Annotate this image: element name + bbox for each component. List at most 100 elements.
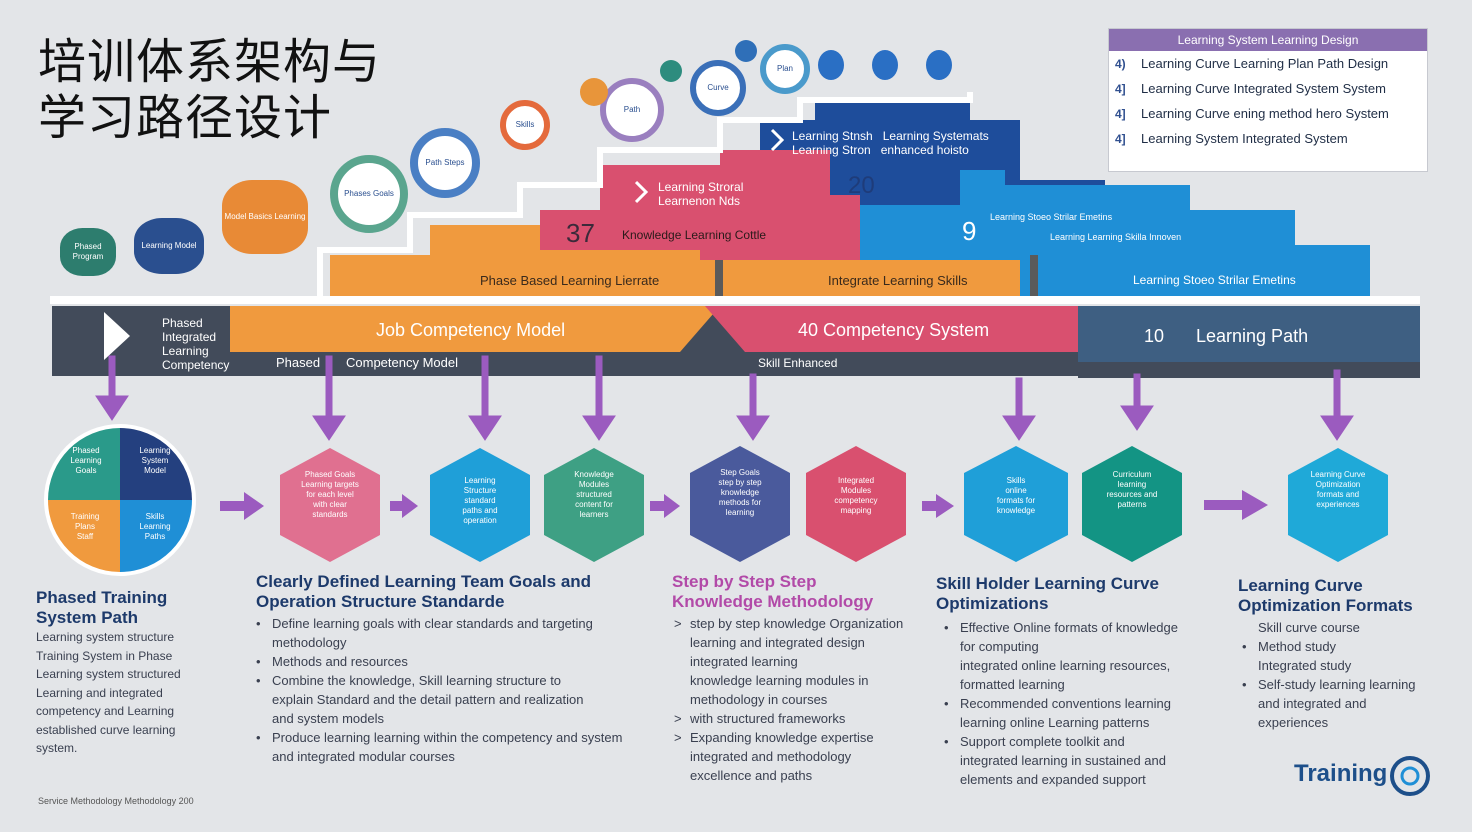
section-2-bullets: •Define learning goals with clear standa… [256,614,622,766]
stair-pink-number: 37 [566,218,595,248]
section-4-bullets: •Effective Online formats of knowledge f… [944,618,1178,789]
list-item: methodology in courses [674,690,903,709]
stair-pink-label: Learning Stroral Learnenon Nds [658,180,744,208]
band-pink [705,306,1115,352]
hexagon-6 [964,446,1068,562]
legend-item: 4]Learning Curve ening method hero Syste… [1109,101,1427,126]
legend-marker-icon: 4] [1115,81,1126,96]
hexagon-1 [280,448,380,562]
dot-icon [735,40,757,62]
hexagon-8 [1288,448,1388,562]
text-line: competency and Learning [36,704,175,718]
list-item-text: experiences [1258,715,1329,730]
stair-label-1: Phase Based Learning Lierrate [480,273,660,288]
hexagon-label-6: Skills online formats for knowledge [996,476,1036,515]
list-item: explain Standard and the detail pattern … [256,690,622,709]
list-item-text: Support complete toolkit and [960,734,1125,749]
list-item-text: integrated online learning resources, [960,658,1171,673]
quadrant-blue [120,500,192,572]
quadrant-navy [120,428,192,500]
list-item: and integrated and [1242,694,1416,713]
band-left-chevron [104,312,130,360]
legend-item-text: Learning Curve Learning Plan Path Design [1141,56,1389,71]
band-sub-skill: Skill Enhanced [758,356,838,370]
chevron-right-icon: > [674,616,682,631]
dot-icon [660,60,682,82]
band-learning-path: Learning Path [1196,325,1309,346]
band-top-line [50,296,1420,304]
band-sub-phased: Phased [276,355,321,370]
stair-navy-number: 20 [848,172,875,199]
list-item-text: Skill curve course [1258,620,1360,635]
stair-mid-line1: Learning Stoeo Strilar Emetins [990,212,1113,222]
band-sub-competency-model: Competency Model [346,355,458,370]
list-item-text: Combine the knowledge, Skill learning st… [272,673,562,688]
list-item-text: knowledge learning modules in [690,673,869,688]
chevron-right-icon: > [674,711,682,726]
list-item: •Recommended conventions learning [944,694,1178,713]
stair-edge [317,92,973,300]
section-4-title: Skill Holder Learning Curve Optimization… [936,574,1159,613]
text-line: Learning system structure [36,630,175,644]
stair-navy-label: Learning Stnsh Learning Systemats Learni… [792,129,989,157]
brand-logo-icon [1390,756,1430,796]
hexagon-label-5: Integrated Modules competency mapping [834,476,878,515]
text-line: Learning and integrated [36,685,163,700]
list-item: integrated learning [674,652,903,671]
list-item: Integrated study [1242,656,1416,675]
bubble-7: Path [600,78,664,142]
hexagon-3 [544,448,644,562]
list-item-text: Integrated study [1258,658,1352,673]
chevron-right-icon [634,180,649,204]
list-item-text: Methods and resources [272,654,408,669]
hexagon-label-1: Phased Goals Learning targets for each l… [301,470,359,519]
list-item-text: step by step knowledge Organization [690,616,904,631]
bullet-icon: • [944,696,949,711]
list-item: knowledge learning modules in [674,671,903,690]
pin-icon [926,50,952,80]
bubble-9: Plan [760,44,810,94]
section-5-bullets: Skill curve course •Method study Integra… [1242,618,1416,732]
list-item-text: Method study [1258,639,1337,654]
list-item-text: methodology [272,635,347,650]
bullet-icon: • [944,734,949,749]
stair-mid-line2: Learning Learning Skilla Innoven [1050,232,1182,242]
legend-item-text: Learning Curve Integrated System System [1141,81,1386,96]
band-competency-system: 40 Competency System [798,319,990,340]
text-line: system. [36,741,78,755]
bubble-4: Phases Goals [330,155,408,233]
list-item-text: Effective Online formats of knowledge [960,620,1178,635]
list-item: •Methods and resources [256,652,622,671]
list-item-text: Expanding knowledge expertise [690,730,874,745]
list-item: •Effective Online formats of knowledge [944,618,1178,637]
list-item-text: Produce learning learning within the com… [272,730,623,745]
list-item: learning online Learning patterns [944,713,1178,732]
list-item: for computing [944,637,1178,656]
bullet-icon: • [256,673,261,688]
list-item: excellence and paths [674,766,903,785]
list-item-text: learning and integrated design [690,635,865,650]
legend-marker-icon: 4] [1115,106,1126,121]
list-item: >with structured frameworks [674,709,903,728]
stair-divider-2 [1030,255,1038,300]
list-item: • Support complete toolkit and [944,732,1178,751]
dot-icon [580,78,608,106]
band-slate [1078,306,1420,362]
arrow-right-icons [220,490,1268,520]
legend-box: Learning System Learning Design 4)Learni… [1108,28,1428,172]
list-item: formatted learning [944,675,1178,694]
bubble-2: Learning Model [134,218,204,274]
legend-marker-icon: 4) [1115,56,1126,71]
quadrant-label-3: Training Plans Staff [70,512,100,541]
list-item-text: integrated learning in sustained and [960,753,1166,768]
text-line: Learning system structured [36,667,181,681]
list-item-text: learning online Learning patterns [960,715,1150,730]
section-1-text: Learning system structure Training Syste… [36,628,181,758]
bullet-icon: • [1242,677,1247,692]
legend-item: 4] Learning Curve Integrated System Syste… [1109,76,1427,101]
hexagon-label-3: Knowledge Modules structured content for… [574,470,614,519]
band-job-competency: Job Competency Model [376,319,566,340]
list-item: •Method study [1242,637,1416,656]
